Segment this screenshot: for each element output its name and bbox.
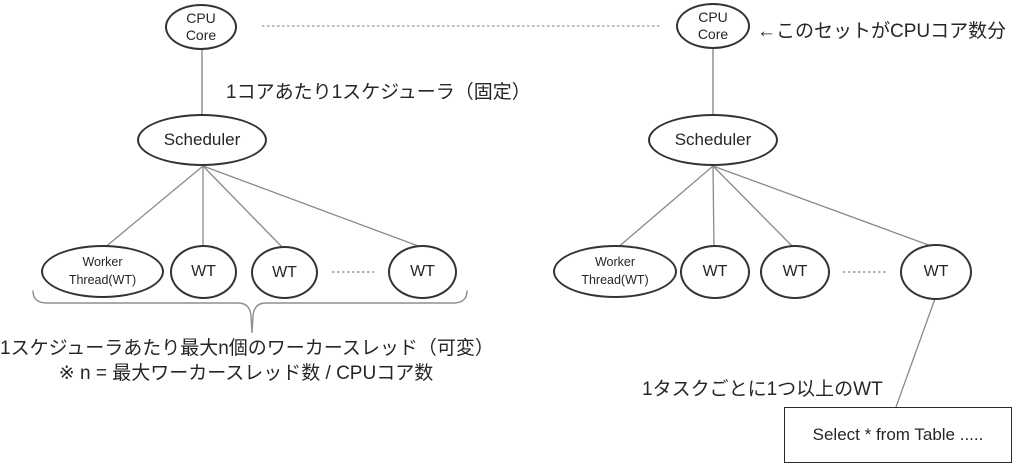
wt-node-right-3: WT <box>900 244 972 300</box>
query-box: Select * from Table ..... <box>784 407 1012 463</box>
wt-query-line <box>895 295 937 408</box>
scheduler-label: Scheduler <box>674 130 752 150</box>
cpu-core-label: CPU Core <box>185 9 217 44</box>
cpu-core-set-annotation: ←このセットがCPUコア数分 <box>757 21 1007 42</box>
wt-label: WT <box>782 263 808 280</box>
wt-label: WT <box>923 263 949 280</box>
wt-node-left-3: WT <box>388 245 457 299</box>
wt-label: WT <box>191 263 216 280</box>
cpu-core-node-right: CPU Core <box>676 3 750 49</box>
scheduler-node-right: Scheduler <box>648 114 778 166</box>
scheduler-node-left: Scheduler <box>137 114 267 166</box>
wt-label: WT <box>272 263 297 281</box>
query-box-text: Select * from Table ..... <box>812 425 984 444</box>
wt-label: WT <box>410 263 435 280</box>
wt-label: WT <box>702 263 728 280</box>
worker-thread-label: Worker Thread(WT) <box>68 255 137 287</box>
workers-per-scheduler-annotation: 1スケジューラあたり最大n個のワーカースレッド（可変） ※ n = 最大ワーカー… <box>0 337 494 386</box>
wt-node-right-1: WT <box>680 245 750 299</box>
scheduler-wt-line <box>102 165 204 250</box>
per-core-scheduler-annotation: 1コアあたり1スケジューラ（固定） <box>226 82 531 103</box>
worker-thread-node-right: Worker Thread(WT) <box>553 245 677 298</box>
scheduler-wt-line <box>712 165 715 250</box>
scheduler-wt-line <box>202 165 285 250</box>
scheduler-wt-line <box>202 165 422 248</box>
scheduler-wt-line <box>615 165 714 250</box>
task-wt-annotation: 1タスクごとに1つ以上のWT <box>642 379 883 400</box>
scheduler-wt-line <box>712 165 935 248</box>
worker-thread-label: Worker Thread(WT) <box>581 255 649 287</box>
worker-row-brace <box>32 290 468 334</box>
workers-per-scheduler-line2: ※ n = 最大ワーカースレッド数 / CPUコア数 <box>58 362 434 384</box>
cpu-core-node-left: CPU Core <box>165 4 237 50</box>
wt-node-left-2: WT <box>251 246 318 299</box>
cpu-core-label: CPU Core <box>697 8 729 43</box>
workers-per-scheduler-line1: 1スケジューラあたり最大n個のワーカースレッド（可変） <box>0 338 494 359</box>
scheduler-label: Scheduler <box>163 130 241 150</box>
scheduler-wt-line <box>712 165 796 250</box>
wt-node-left-1: WT <box>170 245 237 299</box>
wt-node-right-2: WT <box>760 245 830 299</box>
worker-thread-node-left: Worker Thread(WT) <box>41 245 164 298</box>
